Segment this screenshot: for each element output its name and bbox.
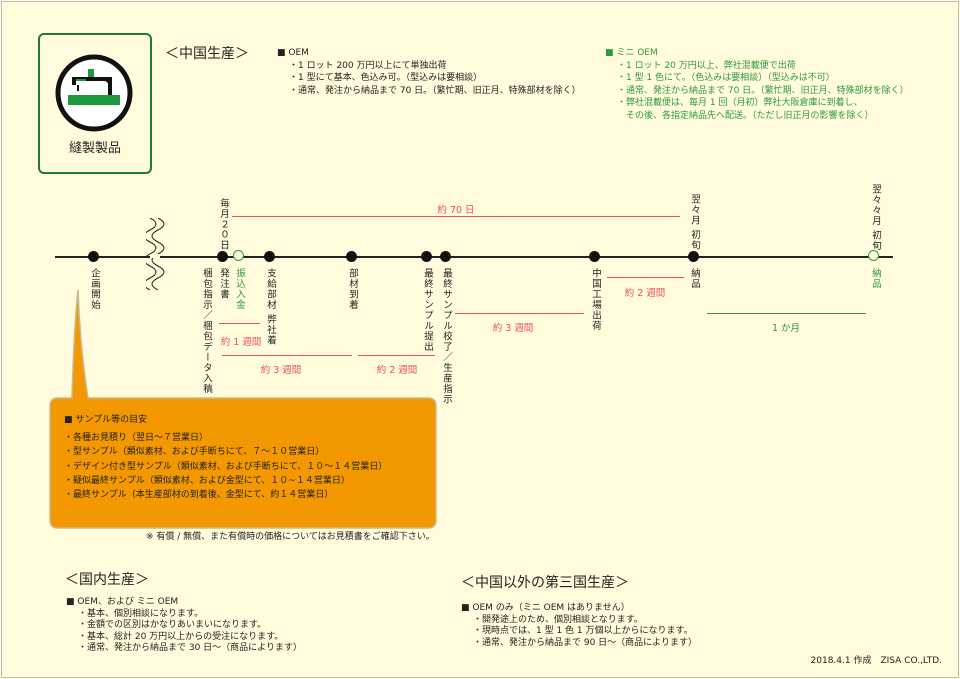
milestone-final-submit [421,251,432,262]
milestone-payment [233,250,244,261]
third-title: ■ OEM のみ（ミニ OEM はありません） [461,603,630,613]
span-3w-b: 約 3 週間 [492,323,534,334]
label-packing: 梱包指示／梱包データ入稿 [201,268,212,394]
milestone-order [217,251,228,262]
mini-oem-item: ・1 ロット 20 万円以上、弊社混載便で出荷 [617,60,796,71]
milestone-supply [264,251,275,262]
sample-guide: ■ サンプル等の目安 ・各種お見積り（翌日〜７営業日） ・型サンプル（類似素材、… [64,413,387,502]
domestic-item: ・基本、個別相談になります。 [78,608,204,619]
span-line-3w-b [455,313,584,314]
sample-item: ・疑似最終サンプル（類似素材、および金型にて、１０~１４営業日） [64,475,350,486]
label-final-ok: 最終サンプル校了／生産指示 [441,268,452,405]
sample-item: ・デザイン付き型サンプル（類似素材、および手断ちにて、１０〜１４営業日） [64,461,388,472]
footer-credit: 2018.4.1 作成 ZISA CO.,LTD. [810,656,942,666]
milestone-plan [88,251,99,262]
third-item: ・現時点では、1 型 1 色 1 万個以上からになります。 [473,626,693,636]
milestone-factory [589,251,600,262]
label-payment: 振込入金 [234,268,245,310]
label-next3-month: 翌々々月 初旬 [870,184,881,252]
label-plan: 企画開始 [89,268,100,310]
third-item: ・通常、発注から納品まで 90 日〜（商品によります） [473,637,697,648]
domestic-item: ・金額での区別はかなりあいまいになります。 [78,620,267,630]
domestic-title: ■ OEM、および ミニ OEM [66,597,179,607]
sewing-machine-icon [55,54,133,132]
domestic-item: ・通常、発注から納品まで 30 日〜（商品によります） [78,643,302,653]
label-delivery-mini: 納品 [870,268,881,289]
label-monthly-20: 毎月２０日 [218,198,229,251]
mini-oem-item: ・通常、発注から納品まで 70 日。（繁忙期、旧正月、特殊部材を除く） [617,85,909,96]
label-delivery: 納品 [689,268,700,289]
milestone-final-ok [440,251,451,262]
oem-item: ・1 型にて基本、色込み可。（型込みは要相談） [289,73,483,83]
milestone-parts [346,251,357,262]
sample-item: ・各種お見積り（翌日〜７営業日） [64,433,209,444]
mini-oem-item: その後、各指定納品先へ配送。（ただし旧正月の影響を除く） [617,110,874,121]
domestic-heading: ＜国内生産＞ [65,572,149,588]
span-1w: 約 1 週間 [220,337,262,348]
domestic-item: ・基本、総計 20 万円以上からの受注になります。 [78,631,284,642]
mini-oem-item: ・1 型 1 色にて。（色込みは要相談）（型込みは不可） [617,73,835,83]
span-line-1w [219,323,260,324]
label-next2-month: 翌々月 初旬 [689,194,700,251]
milestone-delivery [688,251,699,262]
label-factory: 中国工場出荷 [590,268,601,331]
sample-item: ・型サンプル（類似素材、および手断ちにて、７〜１０営業日） [64,447,325,458]
timeline-axis [55,256,893,258]
mini-oem-item: ・弊社混載便は、毎月 1 回（月初）弊社大阪倉庫に到着し、 [617,98,863,108]
span-3w-a: 約 3 週間 [260,365,302,376]
mini-oem-title: ■ ミニ OEM [605,48,658,58]
milestone-delivery-mini [868,250,879,261]
break-squiggle [146,218,165,290]
oem-block: ■ OEM ・1 ロット 200 万円以上にて単独出荷 ・1 型にて基本、色込み… [277,47,581,97]
span-line-70d [232,216,680,217]
label-order: 発注書 [218,268,229,300]
sewing-product-logo: 縫製製品 [38,33,152,174]
span-line-1m [707,313,866,314]
span-line-2w-b [607,277,684,278]
span-line-2w-a [358,355,435,356]
third-country-heading: ＜中国以外の第三国生産＞ [461,575,629,591]
label-final-submit: 最終サンプル提出 [422,268,433,352]
span-2w-a: 約 2 週間 [376,365,418,376]
oem-item: ・1 ロット 200 万円以上にて単独出荷 [289,60,447,71]
sample-title: ■ サンプル等の目安 [64,415,148,425]
oem-title: ■ OEM [277,48,309,58]
sample-callout-shape [49,289,437,529]
label-parts: 部材到着 [347,268,358,310]
label-supply: 支給部材 弊社着 [265,268,276,346]
logo-label: 縫製製品 [68,141,121,156]
mini-oem-block: ■ ミニ OEM ・1 ロット 20 万円以上、弊社混載便で出荷 ・1 型 1 … [605,47,909,122]
span-70d: 約 70 日 [437,205,475,216]
span-line-3w-a [222,355,352,356]
oem-item: ・通常、発注から納品まで 70 日。（繁忙期、旧正月、特殊部材を除く） [289,85,581,96]
china-heading: ＜中国生産＞ [165,46,249,62]
third-country-block: ■ OEM のみ（ミニ OEM はありません） ・開発途上のため、個別相談となり… [461,603,697,649]
span-1m: 1 か月 [771,323,801,334]
domestic-block: ■ OEM、および ミニ OEM ・基本、個別相談になります。 ・金額での区別は… [66,597,302,655]
sample-item: ・最終サンプル（本生産部材の到着後、金型にて、約１４営業日） [64,490,334,501]
sample-note: ※ 有償 / 無償、また有償時の価格についてはお見積書をご確認下さい。 [146,532,435,542]
span-2w-b: 約 2 週間 [624,288,666,299]
third-item: ・開発途上のため、個別相談となります。 [473,614,643,625]
